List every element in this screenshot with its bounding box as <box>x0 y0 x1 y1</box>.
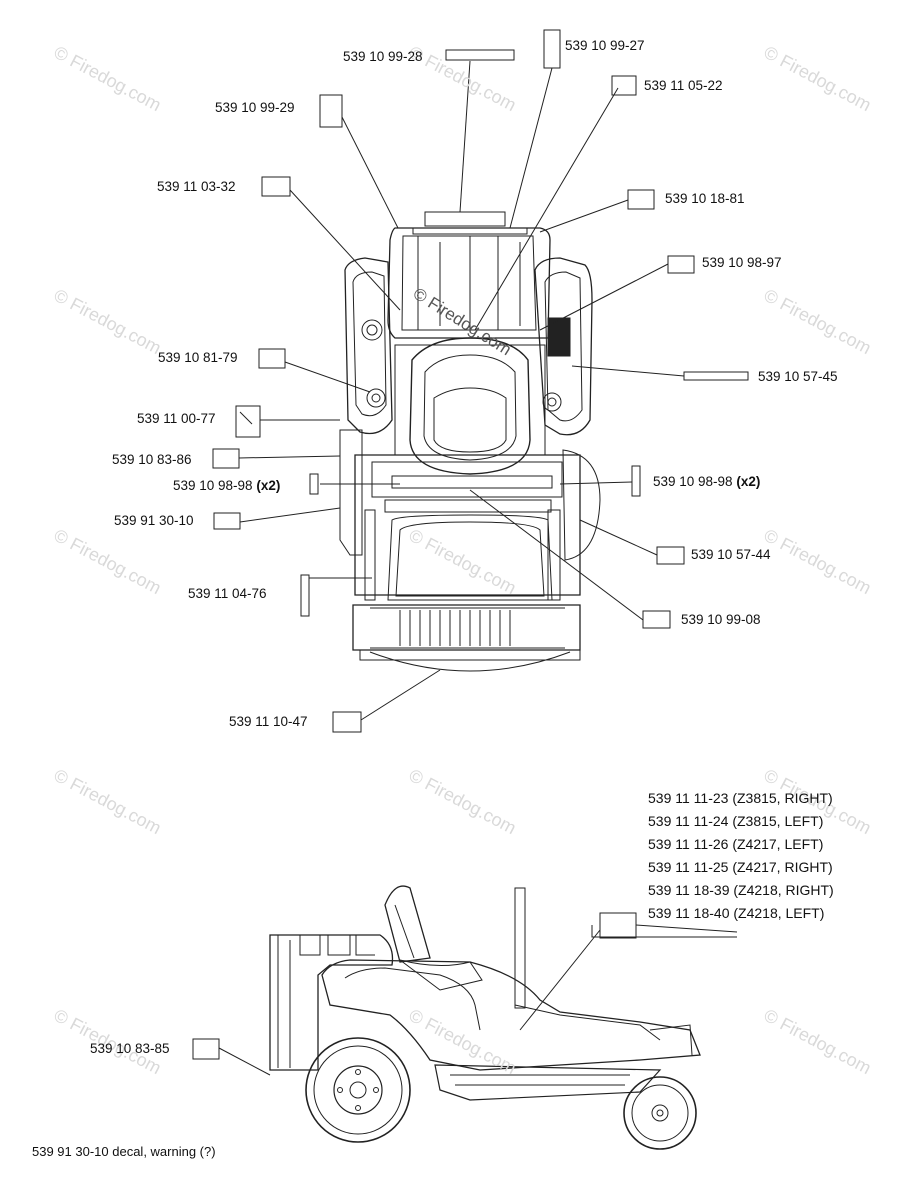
list-item[interactable]: 539 11 11-26 (Z4217, LEFT) <box>648 836 824 852</box>
list-item[interactable]: 539 11 11-24 (Z3815, LEFT) <box>648 813 824 829</box>
part-label-539-11-04-76[interactable]: 539 11 04-76 <box>188 586 267 601</box>
part-label-539-91-30-10[interactable]: 539 91 30-10 <box>114 513 194 528</box>
deck-decal-list: 539 11 11-23 (Z3815, RIGHT) 539 11 11-24… <box>648 787 834 925</box>
part-label-539-11-10-47[interactable]: 539 11 10-47 <box>229 714 308 729</box>
part-label-539-10-99-29[interactable]: 539 10 99-29 <box>215 100 295 115</box>
part-number: 539 10 98-98 <box>653 474 733 489</box>
part-label-539-10-99-28[interactable]: 539 10 99-28 <box>343 49 423 64</box>
list-item[interactable]: 539 11 11-23 (Z3815, RIGHT) <box>648 790 833 806</box>
rear-plate <box>424 211 506 227</box>
quantity: (x2) <box>256 478 281 493</box>
part-label-539-10-98-98-left[interactable]: 539 10 98-98 (x2) <box>173 478 280 494</box>
list-item[interactable]: 539 11 18-40 (Z4218, LEFT) <box>648 905 825 921</box>
part-label-539-10-18-81[interactable]: 539 10 18-81 <box>665 191 745 206</box>
part-label-539-10-57-45[interactable]: 539 10 57-45 <box>758 369 838 384</box>
part-label-539-10-98-98-right[interactable]: 539 10 98-98 (x2) <box>653 474 760 490</box>
quantity: (x2) <box>736 474 761 489</box>
part-label-539-11-00-77[interactable]: 539 11 00-77 <box>137 411 216 426</box>
part-label-539-10-98-97[interactable]: 539 10 98-97 <box>702 255 782 270</box>
part-label-539-11-03-32[interactable]: 539 11 03-32 <box>157 179 236 194</box>
part-label-539-10-99-27[interactable]: 539 10 99-27 <box>565 38 645 53</box>
part-label-539-10-81-79[interactable]: 539 10 81-79 <box>158 350 238 365</box>
part-label-539-10-99-08[interactable]: 539 10 99-08 <box>681 612 761 627</box>
part-number: 539 10 98-98 <box>173 478 253 493</box>
part-label-539-10-83-85[interactable]: 539 10 83-85 <box>90 1041 170 1056</box>
part-label-539-10-83-86[interactable]: 539 10 83-86 <box>112 452 192 467</box>
list-item[interactable]: 539 11 18-39 (Z4218, RIGHT) <box>648 882 834 898</box>
part-label-539-10-57-44[interactable]: 539 10 57-44 <box>691 547 771 562</box>
footer-note: 539 91 30-10 decal, warning (?) <box>32 1144 216 1159</box>
list-item[interactable]: 539 11 11-25 (Z4217, RIGHT) <box>648 859 833 875</box>
part-label-539-11-05-22[interactable]: 539 11 05-22 <box>644 78 723 93</box>
